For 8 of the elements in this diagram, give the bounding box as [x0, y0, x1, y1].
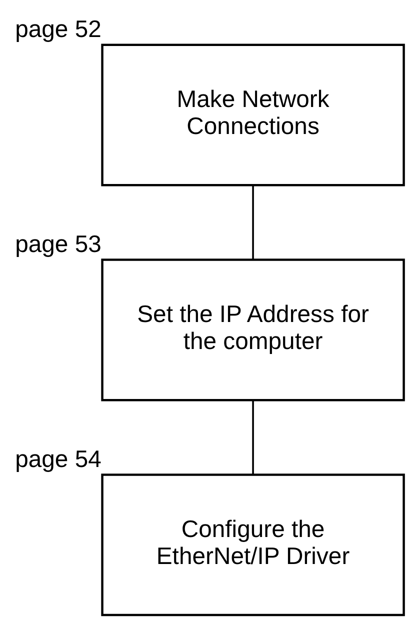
connector — [252, 400, 254, 474]
node-label: page 52 — [15, 16, 102, 43]
node-box: Configure the EtherNet/IP Driver — [101, 473, 405, 616]
connector — [252, 184, 254, 259]
node-box: Make Network Connections — [101, 43, 405, 186]
node-box: Set the IP Address for the computer — [101, 258, 405, 401]
node-label: page 53 — [15, 230, 102, 258]
node-label: page 54 — [15, 445, 102, 472]
